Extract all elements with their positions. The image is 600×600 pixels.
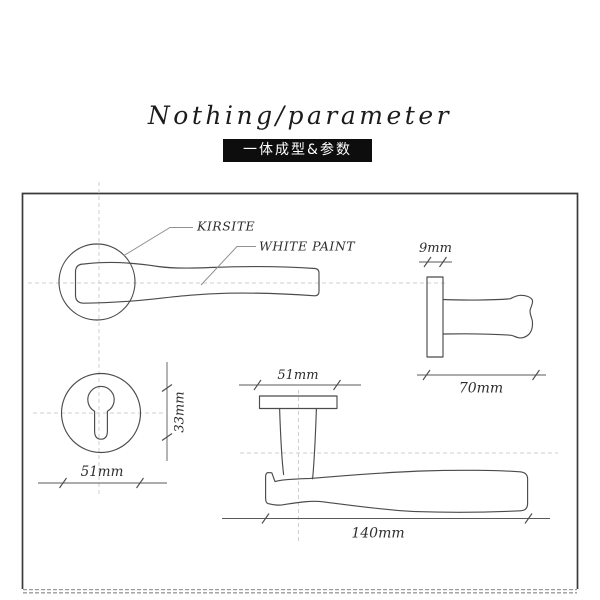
dim-tick (136, 477, 144, 489)
page-title: Nothing/parameter (147, 101, 453, 130)
dim-tick (161, 433, 173, 441)
escutcheon-circle (60, 372, 142, 454)
dim-tick (422, 369, 431, 381)
dim-tick (532, 369, 540, 381)
dim-tick (253, 379, 262, 391)
rose-plate-front-view (258, 395, 338, 410)
dim-tick (161, 384, 173, 392)
finish-label: WHITE PAINT (259, 239, 356, 254)
rose-side-view (426, 276, 444, 358)
tag-badge: 一体成型&参数 (223, 139, 372, 162)
lever-length-dim-text: 140mm (351, 526, 404, 542)
dim-tick (261, 513, 270, 524)
escutcheon-diameter-dim-text: 51mm (81, 464, 124, 480)
drawing-border (21, 192, 579, 589)
lever-front-view (265, 469, 529, 513)
material-label: KIRSITE (196, 219, 255, 234)
rose-circle-top-view (58, 243, 136, 321)
material-leader-line (123, 227, 193, 256)
neck-right-edge (312, 407, 317, 480)
dim-tick (59, 477, 67, 489)
lever-projection-dim-text: 70mm (459, 381, 503, 397)
lever-top-view (74, 261, 320, 304)
lever-side-view (442, 294, 534, 339)
neck-left-edge (279, 407, 285, 476)
keyhole-height-dim-text: 33mm (173, 391, 188, 432)
dim-tick (439, 256, 447, 268)
rose-thickness-dim-text: 9mm (419, 241, 452, 256)
dim-tick (333, 379, 341, 391)
dim-tick (423, 256, 432, 268)
rose-diameter-dim-text: 51mm (277, 368, 318, 383)
finish-leader-line (200, 246, 256, 286)
dim-tick (524, 513, 533, 524)
keyhole (87, 385, 115, 440)
